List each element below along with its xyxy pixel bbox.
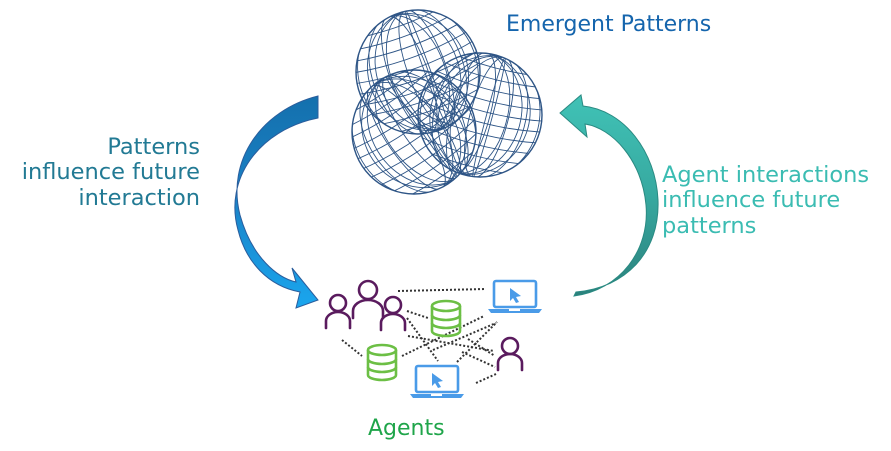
left-curved-arrow	[234, 95, 319, 309]
wireframe-sphere	[327, 47, 501, 218]
people-group-icon	[324, 279, 407, 332]
laptop-cursor-icon	[488, 279, 542, 313]
right-curved-arrow	[559, 94, 659, 297]
emergent-patterns-title: Emergent Patterns	[506, 12, 712, 37]
laptop-cursor-icon	[410, 364, 464, 398]
agent-interactions-label: Agent interactions influence future patt…	[662, 162, 870, 239]
label-line: influence future	[662, 187, 841, 214]
label-line: patterns	[662, 212, 757, 239]
label-line: interaction	[78, 184, 200, 211]
wireframe-sphere	[404, 42, 556, 188]
label-line: Patterns	[107, 134, 200, 160]
agents-title: Agents	[368, 416, 445, 441]
patterns-influence-label: Patterns influence future interaction	[21, 134, 200, 211]
label-line: influence future	[21, 159, 200, 186]
agent-connectors	[341, 288, 498, 384]
wireframe-sphere	[338, 0, 498, 149]
database-icon	[430, 299, 462, 338]
label-line: Agent interactions	[662, 162, 870, 188]
person-icon	[496, 336, 524, 372]
database-icon	[366, 343, 398, 382]
